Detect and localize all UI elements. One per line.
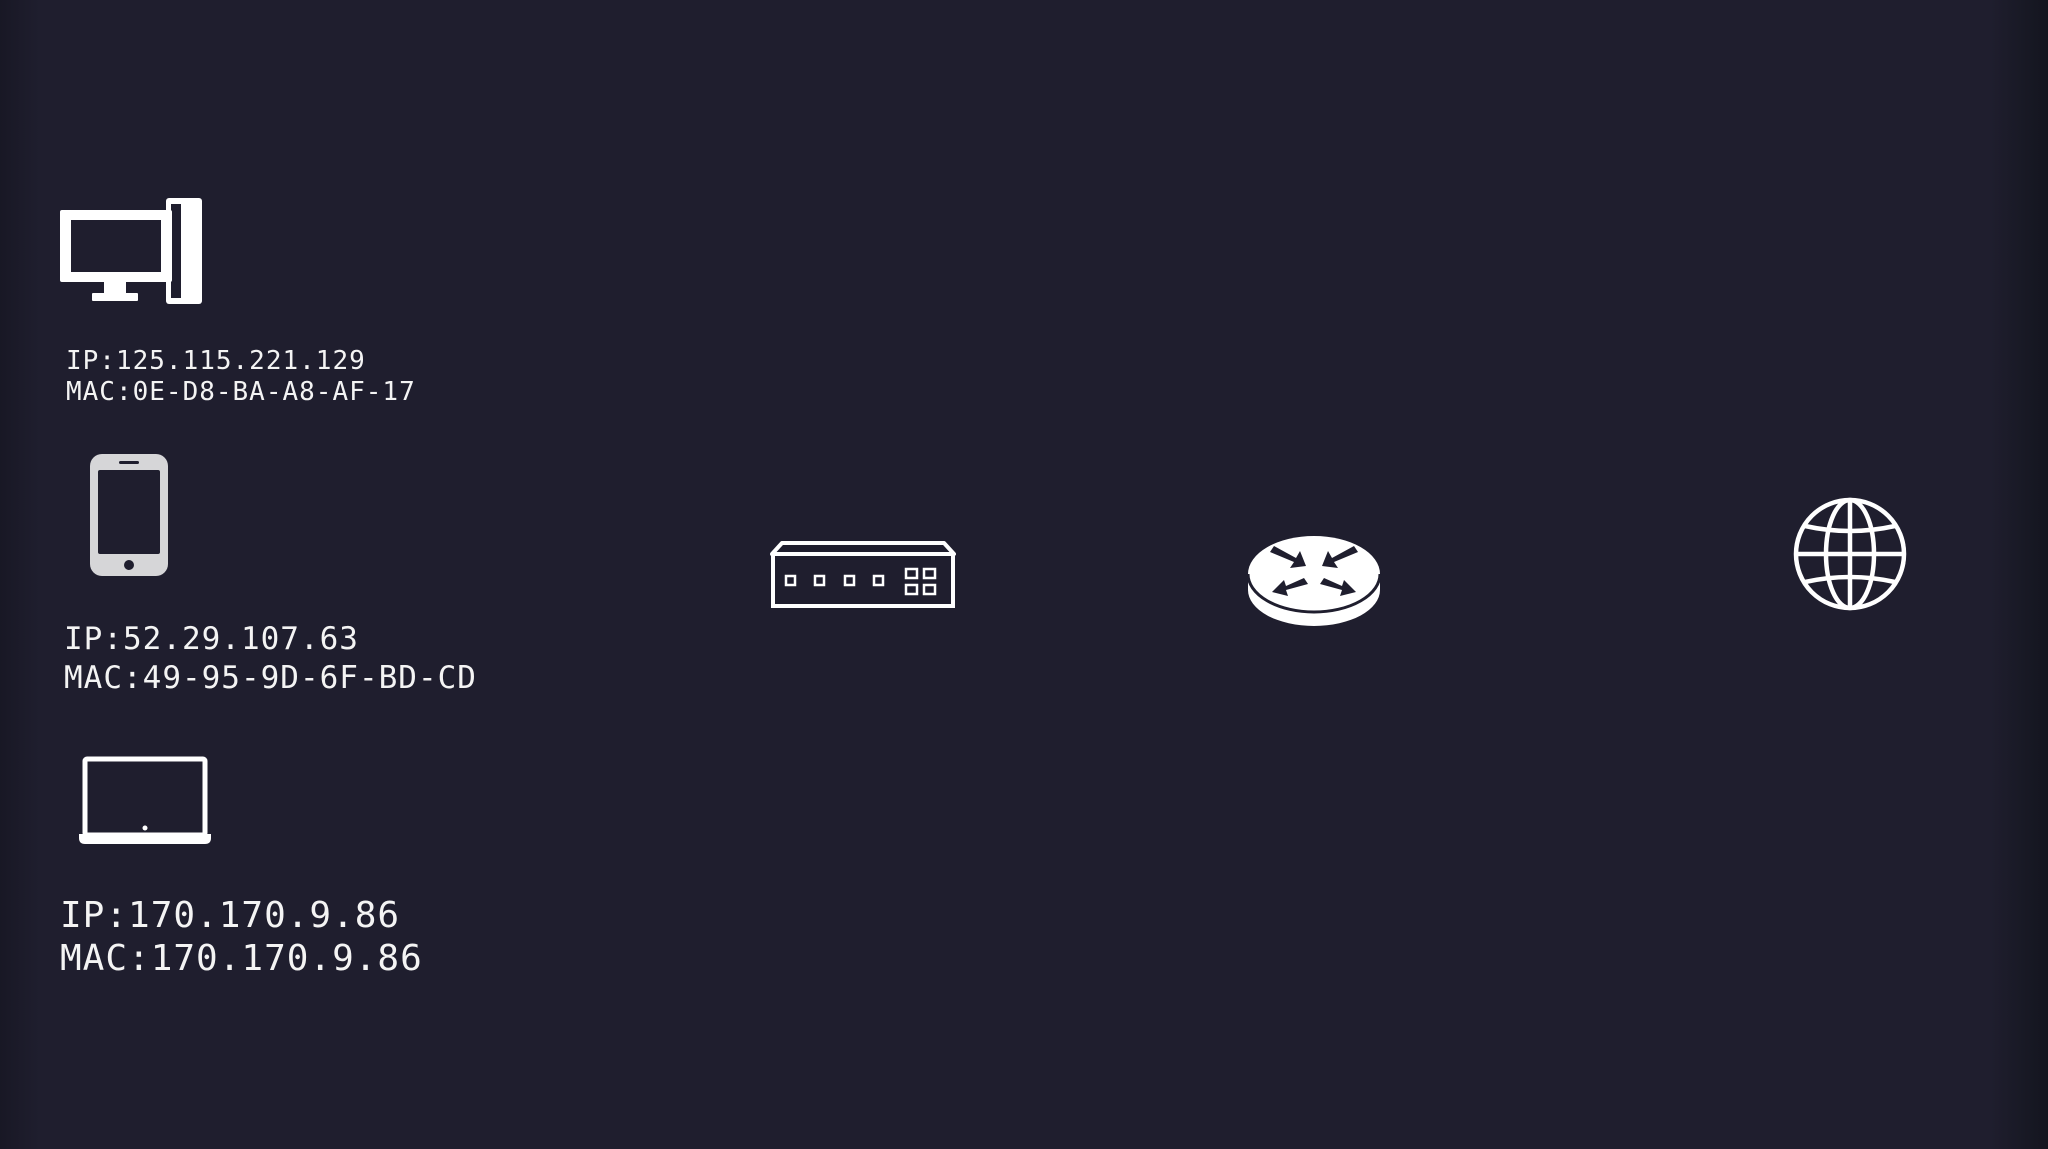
desktop-address-label: IP:125.115.221.129 MAC:0E-D8-BA-A8-AF-17 — [66, 346, 416, 408]
laptop-ip-text: IP:170.170.9.86 — [60, 895, 401, 936]
network-switch-icon — [770, 540, 956, 610]
router-icon — [1246, 516, 1382, 632]
laptop-icon — [78, 756, 212, 846]
phone-mac-text: MAC:49-95-9D-6F-BD-CD — [64, 659, 477, 696]
desktop-mac-text: MAC:0E-D8-BA-A8-AF-17 — [66, 377, 416, 408]
desktop-ip-text: IP:125.115.221.129 — [66, 346, 366, 376]
laptop-address-label: IP:170.170.9.86 MAC:170.170.9.86 — [60, 894, 423, 980]
phone-address-label: IP:52.29.107.63 MAC:49-95-9D-6F-BD-CD — [64, 620, 477, 698]
phone-ip-text: IP:52.29.107.63 — [64, 621, 359, 657]
laptop-mac-text: MAC:170.170.9.86 — [60, 938, 423, 980]
desktop-computer-icon — [58, 196, 204, 308]
globe-icon — [1792, 496, 1908, 612]
smartphone-icon — [88, 452, 170, 578]
